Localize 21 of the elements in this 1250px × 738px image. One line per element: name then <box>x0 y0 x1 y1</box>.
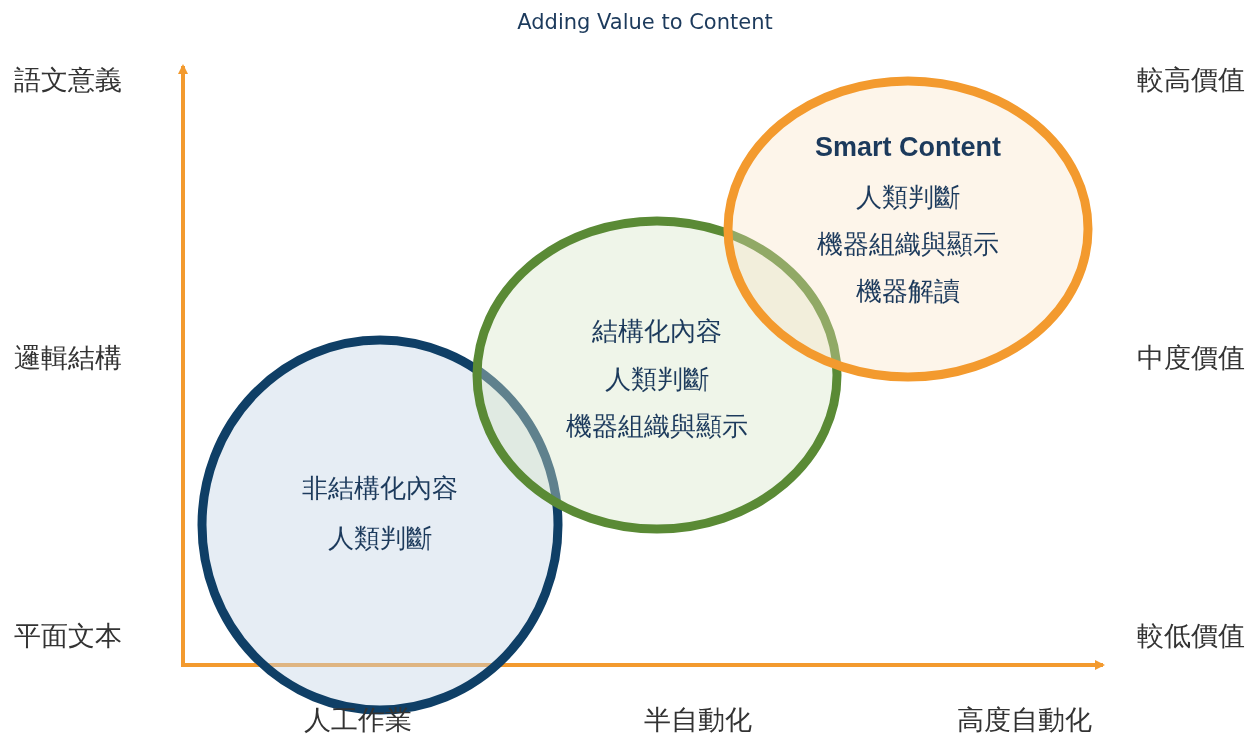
ellipse <box>472 216 842 534</box>
axis-label: 較低價值 <box>1137 619 1245 653</box>
axis-label: 語文意義 <box>14 63 122 97</box>
node-label: 人類判斷 <box>327 522 433 555</box>
axis-label: 高度自動化 <box>955 703 1093 737</box>
axis-label: 中度價值 <box>1137 341 1245 375</box>
node-label: 機器組織與顯示 <box>565 410 749 443</box>
ellipse <box>723 76 1093 382</box>
heading: Smart Content <box>814 132 1002 163</box>
axis-label: 人工作業 <box>303 703 413 737</box>
node-label: 機器組織與顯示 <box>816 228 1000 261</box>
node-label: 結構化內容 <box>591 315 723 348</box>
node-label: 人類判斷 <box>855 181 961 214</box>
axis-label: 半自動化 <box>643 703 753 737</box>
axis-label: 邏輯結構 <box>14 341 122 375</box>
title: Adding Value to Content <box>516 10 774 34</box>
node-label: 機器解讀 <box>855 275 961 308</box>
node-label: 非結構化內容 <box>301 472 459 505</box>
node-label: 人類判斷 <box>604 363 710 396</box>
axis-label: 平面文本 <box>14 619 122 653</box>
axis-label: 較高價值 <box>1137 63 1245 97</box>
